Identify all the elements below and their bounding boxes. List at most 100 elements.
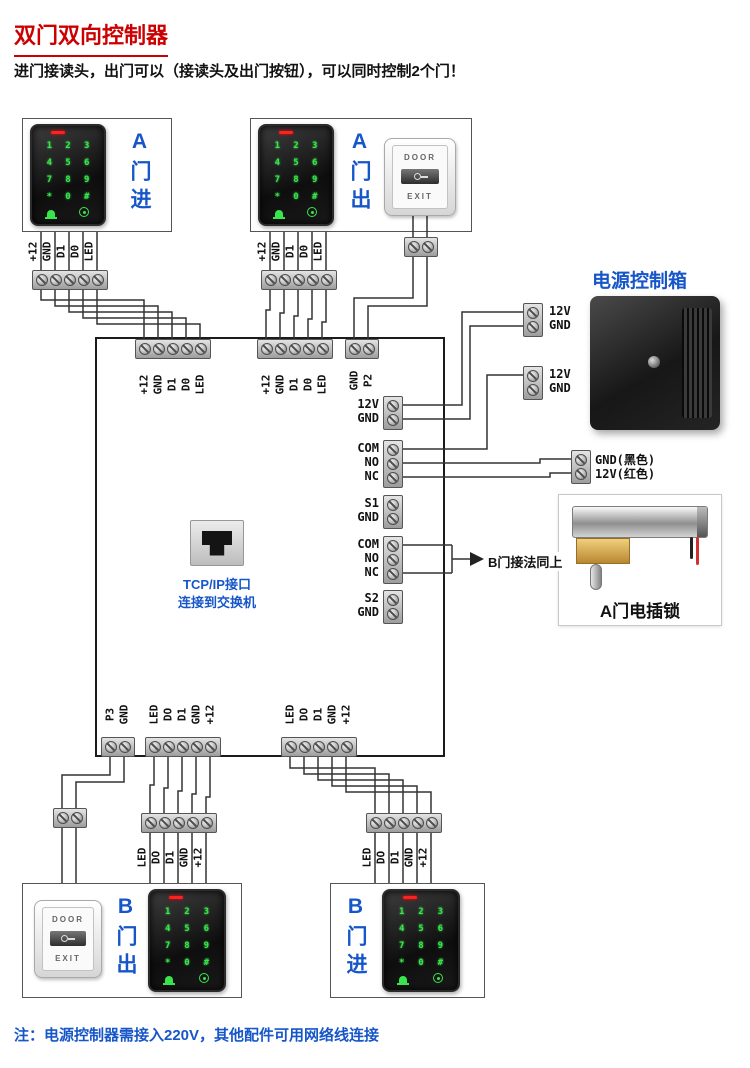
board-s1-terminals <box>383 495 403 529</box>
terminal-label: COM <box>357 537 379 551</box>
ethernet-port <box>190 520 244 566</box>
terminal-label: LED <box>311 241 325 262</box>
terminal-label: GND <box>325 704 339 725</box>
terminal-label: D0 <box>301 377 315 392</box>
terminal-label: LED <box>147 704 161 725</box>
screw-terminal <box>426 817 438 829</box>
card-sensor-icon <box>199 973 209 983</box>
keypad-key: 9 <box>203 940 210 951</box>
keypad-key: 0 <box>184 957 190 968</box>
terminal-label: NO <box>364 455 379 469</box>
terminal-label: NC <box>364 469 379 483</box>
screw-terminal <box>341 741 353 753</box>
screw-terminal <box>575 468 587 480</box>
terminal-block-reader-b-in <box>366 813 442 833</box>
screw-terminal <box>527 370 539 382</box>
keypad-key: 6 <box>437 923 444 934</box>
terminal-label: +12 <box>137 374 151 395</box>
screw-terminal <box>105 741 117 753</box>
key-icon <box>413 173 428 181</box>
door-text: DOOR <box>404 153 436 163</box>
terminal-label: LED <box>135 847 149 868</box>
terminal-label: P3 <box>103 707 117 722</box>
screw-terminal <box>575 454 587 466</box>
terminal-label: D0 <box>68 244 82 259</box>
lock-caption: A门电插锁 <box>599 602 681 621</box>
keypad-key: # <box>437 957 444 968</box>
exit-button-b: DOOR EXIT <box>34 900 102 978</box>
keypad-key: 0 <box>293 191 299 202</box>
footer-note: 注：电源控制器需接入220V，其他配件可用网络线连接 <box>14 1027 380 1044</box>
tcp-caption-line1: TCP/IP接口 <box>183 577 251 592</box>
screw-terminal <box>139 343 151 355</box>
terminal-label: S1 <box>364 496 379 510</box>
terminal-label: +12 <box>416 847 430 868</box>
terminal-label: +12 <box>203 704 217 725</box>
psu-output-terminals-1 <box>523 303 543 337</box>
terminal-label: +12 <box>26 241 40 262</box>
keypad-key: 3 <box>311 141 318 152</box>
terminal-label: LED <box>193 374 207 395</box>
door-label-a-in: A门进 <box>128 130 151 216</box>
keypad-key: 3 <box>83 141 90 152</box>
exit-button-a: DOOR EXIT <box>384 138 456 216</box>
terminal-label: GND <box>357 510 379 524</box>
screw-terminal <box>307 274 319 286</box>
terminal-label: GND(黑色) <box>595 453 656 467</box>
keypad-key: 5 <box>65 158 71 169</box>
terminal-label: +12 <box>255 241 269 262</box>
bolt-lock-bolt <box>590 564 602 590</box>
board-bottom-right-terminals <box>281 737 357 757</box>
screw-terminal <box>275 343 287 355</box>
terminal-label: GND <box>117 704 131 725</box>
terminal-label: LED <box>360 847 374 868</box>
screw-terminal <box>57 812 69 824</box>
screw-terminal <box>191 741 203 753</box>
led-indicator <box>50 131 65 134</box>
screw-terminal <box>387 444 399 456</box>
keypad-key: # <box>203 957 210 968</box>
door-text: DOOR <box>51 915 84 925</box>
screw-terminal <box>387 594 399 606</box>
keypad-key: 6 <box>311 158 318 169</box>
terminal-label: LED <box>315 374 329 395</box>
keypad-key: 8 <box>418 940 424 951</box>
board-relay-b-terminals <box>383 536 403 584</box>
keypad-key: 1 <box>164 906 171 917</box>
bolt-lock-bracket <box>576 538 630 564</box>
key-icon <box>61 935 76 943</box>
screw-terminal <box>163 741 175 753</box>
arrow-icon <box>470 552 484 566</box>
exit-button-bar <box>400 169 440 185</box>
screw-terminal <box>64 274 76 286</box>
keypad-key: 5 <box>293 158 299 169</box>
screw-terminal <box>36 274 48 286</box>
terminal-label: D1 <box>287 377 301 392</box>
terminal-label: D1 <box>163 850 177 865</box>
terminal-label: GND <box>357 605 379 619</box>
screw-terminal <box>92 274 104 286</box>
keypad-key: 3 <box>203 906 210 917</box>
screw-terminal <box>299 741 311 753</box>
tcp-caption-line2: 连接到交换机 <box>177 594 256 610</box>
exit-button-plate: DOOR EXIT <box>41 907 95 971</box>
screw-terminal <box>261 343 273 355</box>
keypad-key: * <box>46 191 53 202</box>
terminal-label: D1 <box>311 707 325 722</box>
keypad-key: 9 <box>437 940 444 951</box>
screw-terminal <box>412 817 424 829</box>
terminal-label: COM <box>357 441 379 455</box>
tcp-caption: TCP/IP接口 连接到交换机 <box>158 576 276 611</box>
screw-terminal <box>387 414 399 426</box>
screw-terminal <box>78 274 90 286</box>
page-subtitle: 进门接读头，出门可以（接读头及出门按钮），可以同时控制2个门！ <box>14 63 465 80</box>
terminal-label: +12 <box>191 847 205 868</box>
screw-terminal <box>527 321 539 333</box>
keypad-key: 9 <box>311 174 318 185</box>
screw-terminal <box>387 513 399 525</box>
